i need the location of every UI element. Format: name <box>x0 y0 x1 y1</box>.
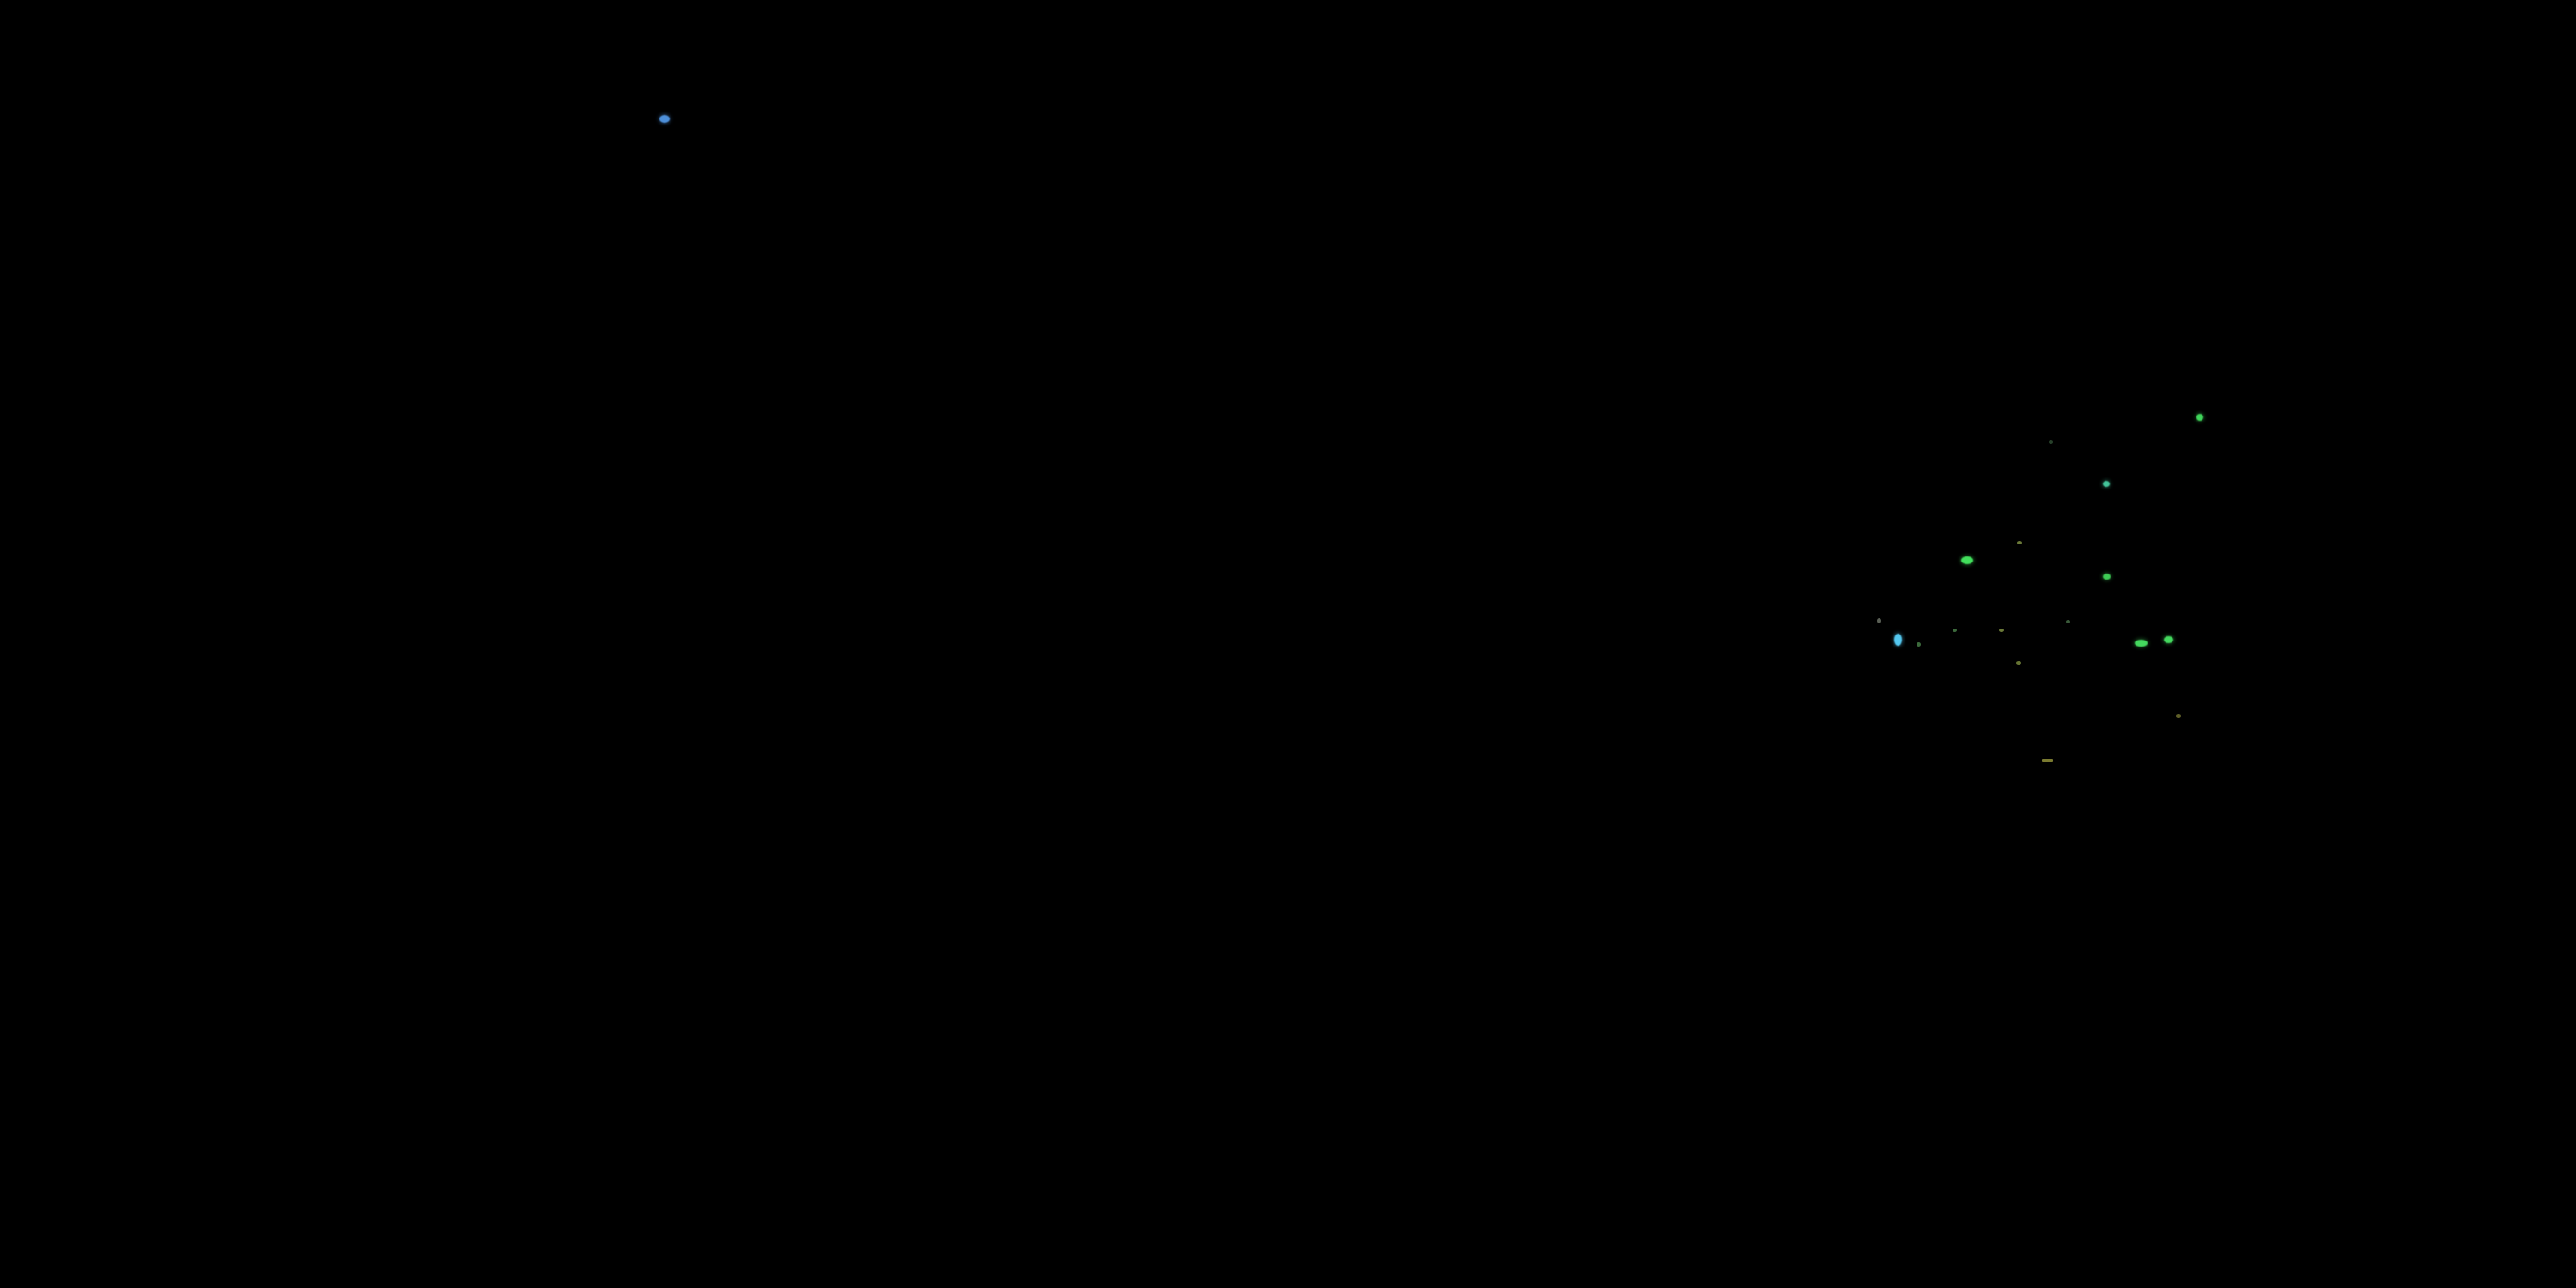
faint-green-speck <box>2066 620 2070 623</box>
blue-speck <box>659 115 670 123</box>
gray-speck <box>1877 618 1881 623</box>
olive-dash <box>2042 759 2053 762</box>
green-pair-speck <box>2135 640 2148 647</box>
green-speck <box>2196 414 2203 421</box>
faint-green-speck <box>1953 629 1957 632</box>
faint-green-speck <box>1917 642 1921 647</box>
teal-speck <box>2103 481 2110 487</box>
cyan-speck <box>1894 634 1902 646</box>
green-cluster <box>1961 556 1973 564</box>
green-speck <box>2164 636 2173 643</box>
olive-speck <box>2017 541 2022 544</box>
faint-yellow-speck <box>2176 714 2181 718</box>
olive-speck <box>2016 661 2021 665</box>
olive-speck <box>1999 629 2004 632</box>
faint-speck <box>2049 440 2053 444</box>
green-speck <box>2103 574 2111 580</box>
